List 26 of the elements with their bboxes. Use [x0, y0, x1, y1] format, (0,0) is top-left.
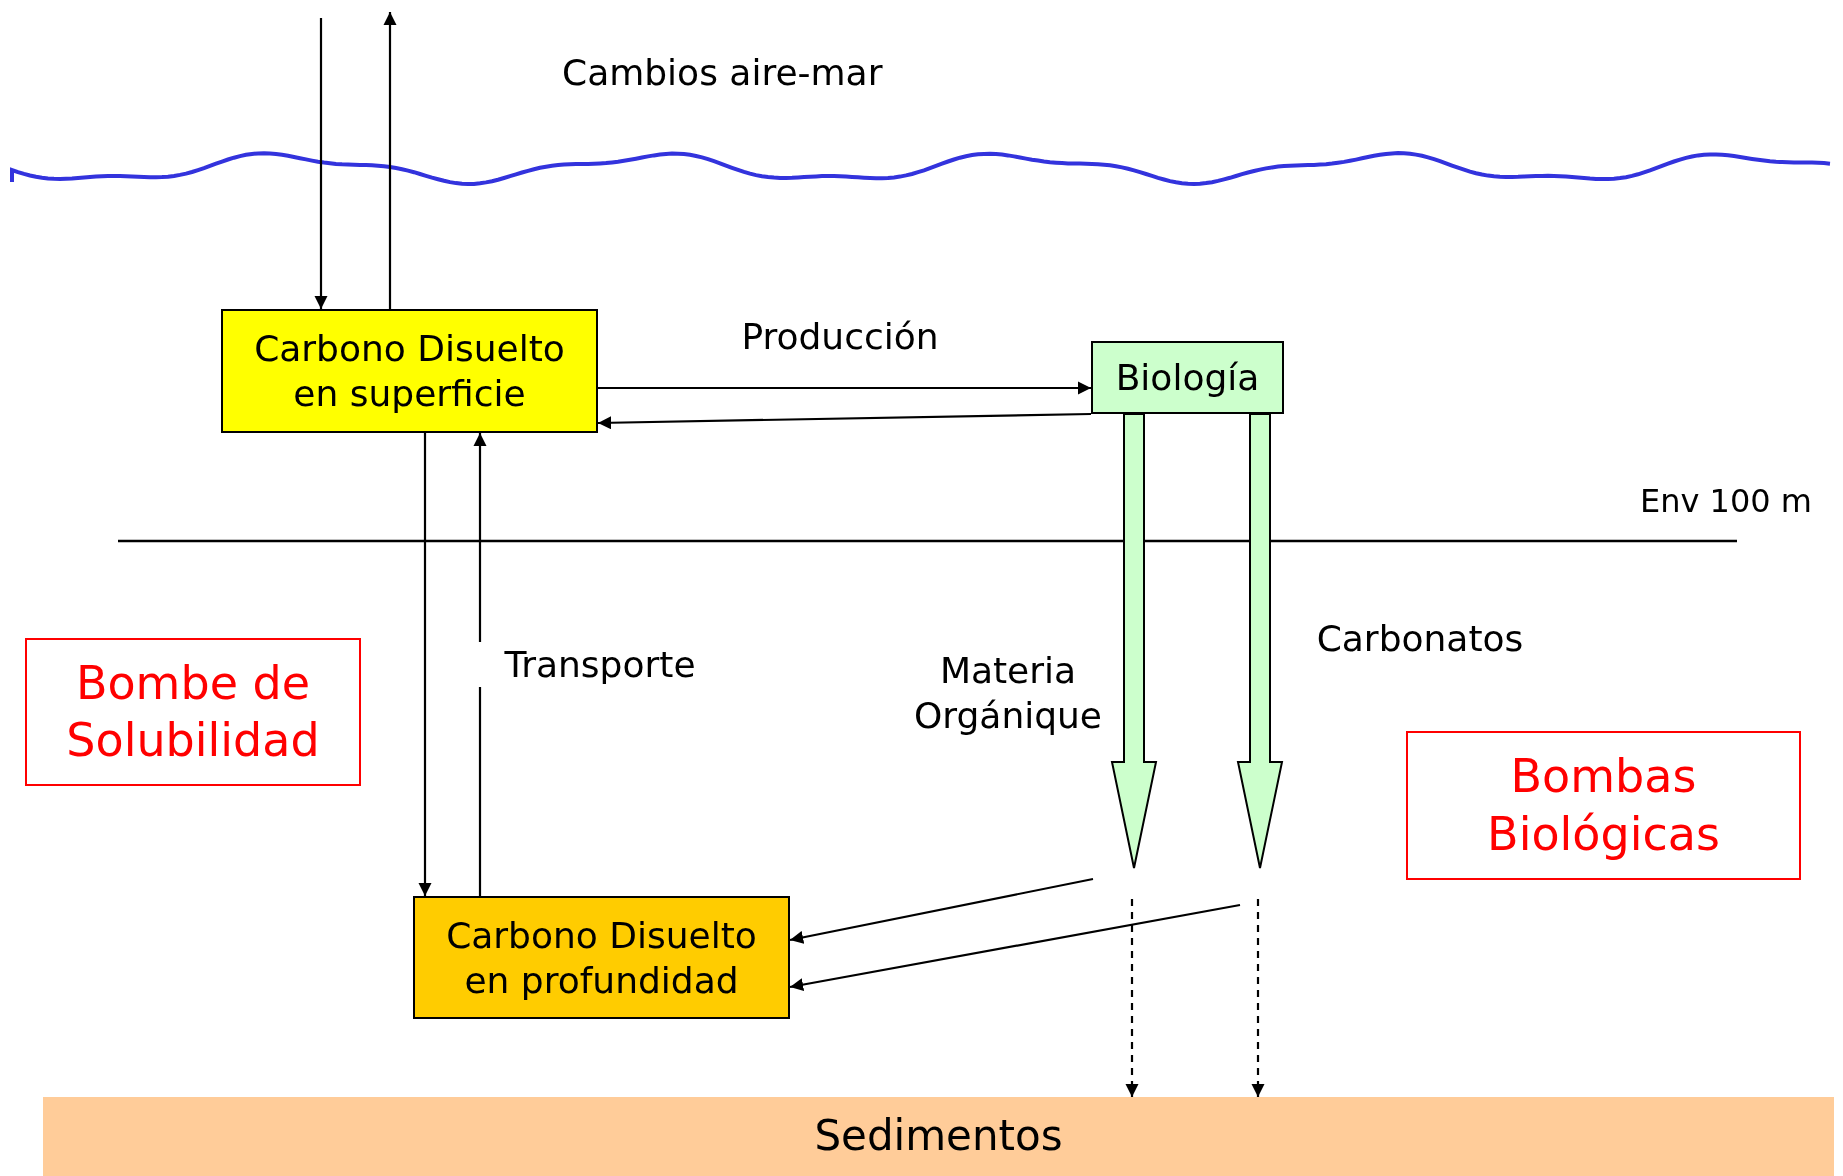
block-arrow: [1110, 413, 1158, 869]
pump-box: [25, 638, 361, 786]
process-box: [1091, 341, 1284, 414]
box-label: Bombe de Solubilidad: [65, 654, 321, 769]
process-box: [413, 896, 790, 1019]
box-label: Carbono Disuelto en superficie: [253, 327, 566, 416]
box-label: Carbono Disuelto en profundidad: [445, 913, 758, 1003]
pump-box: [1406, 731, 1801, 880]
process-box: [221, 309, 598, 433]
box-label: Sedimentos: [813, 1110, 1064, 1163]
box-label: Bombas Biológicas: [1486, 748, 1721, 863]
annotation-text: Cambios aire-mar: [562, 52, 883, 93]
depth-label: Env 100 m: [1640, 482, 1813, 520]
block-arrow: [1236, 413, 1284, 869]
box-label: Biología: [1114, 356, 1261, 400]
arrow: [598, 412, 1091, 430]
arrow: [598, 381, 1091, 395]
arrow: [1251, 899, 1265, 1097]
arrow: [473, 433, 487, 896]
arrow: [383, 12, 397, 309]
arrow: [789, 877, 1094, 944]
arrow: [789, 903, 1241, 992]
arrow: [418, 433, 432, 896]
arrow: [1125, 899, 1139, 1097]
arrow: [314, 18, 328, 309]
sediment-band: [43, 1097, 1834, 1176]
